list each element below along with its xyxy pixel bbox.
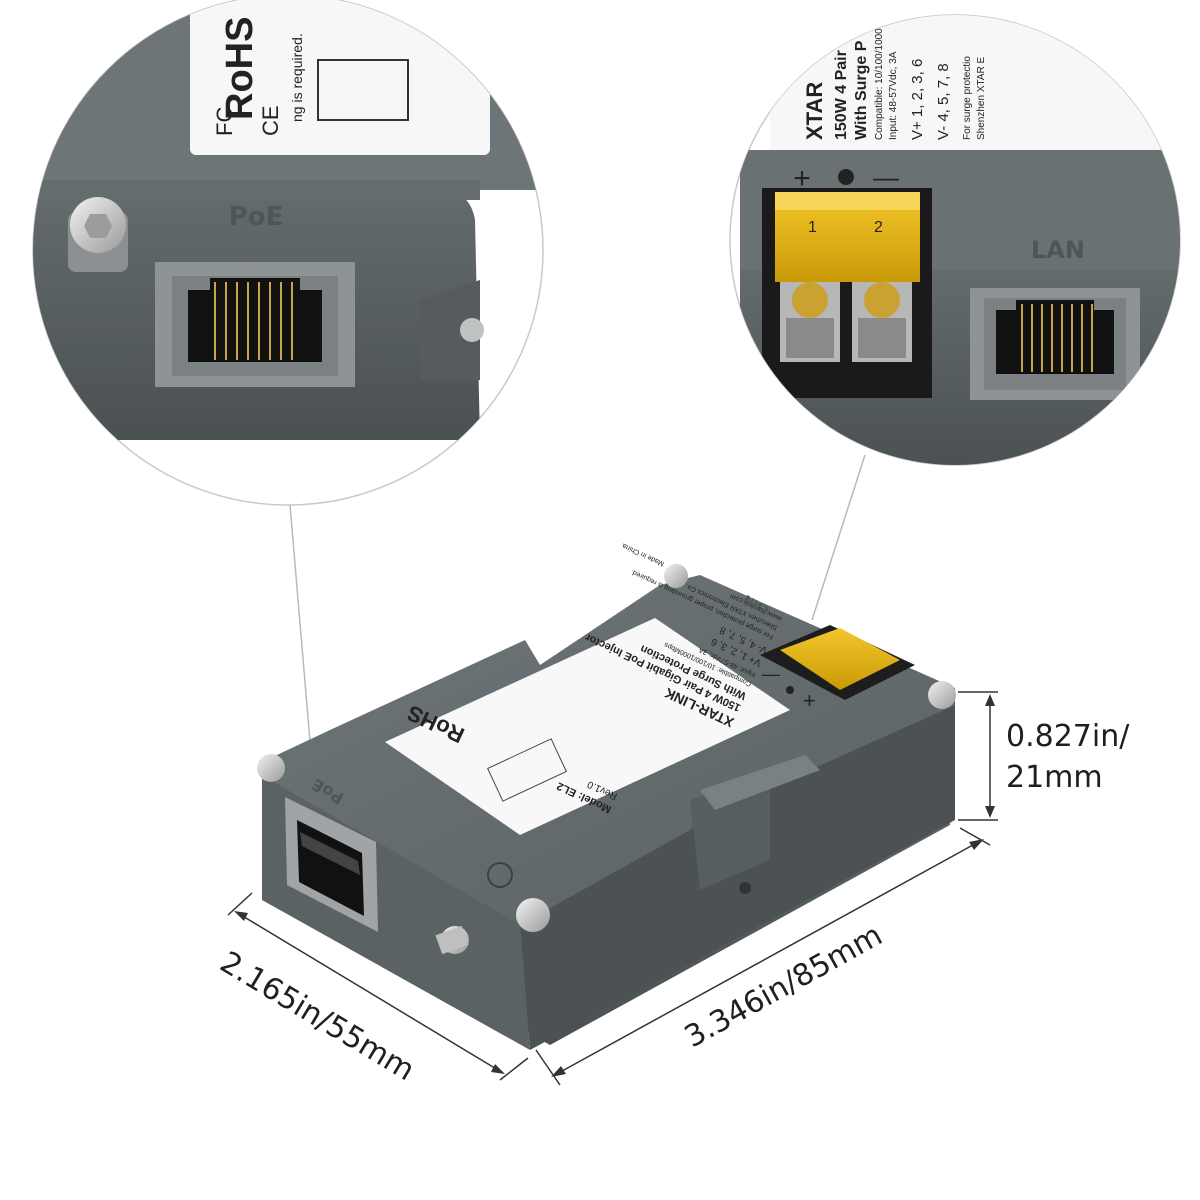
poe-injector-device: XTAR-LINK 150W 4 Pair Gigabit PoE Inject…	[257, 542, 956, 1050]
ce-logo-zoom: CE	[258, 105, 283, 136]
device-made-in: Made in China	[621, 542, 665, 567]
terminal-1-label: 1	[808, 219, 817, 236]
screw-icon	[68, 197, 128, 272]
plus-mark-zoom: +	[793, 162, 811, 195]
mounting-hole	[739, 882, 751, 894]
power-terminal[interactable]	[760, 625, 915, 700]
rj45-pinout-diagram	[487, 738, 567, 802]
ground-symbol-icon	[487, 862, 513, 888]
rohs-logo-zoom: RoHS	[219, 17, 261, 120]
device-plus-mark: +	[803, 688, 816, 713]
power-terminal-zoom[interactable]: 1 2	[762, 188, 932, 398]
leader-line-lan	[811, 454, 866, 621]
height-dimension-line1: 0.827in/	[1006, 719, 1130, 754]
device-indicator-led	[786, 686, 794, 694]
zoom-circle-poe: RoHS FC CE ng is required. PoE	[32, 0, 544, 506]
poe-port[interactable]	[285, 797, 378, 932]
maker-zoom: Shenzhen XTAR E	[976, 56, 987, 140]
vplus-zoom: V+ 1, 2, 3, 6	[909, 59, 926, 140]
surge-zoom: For surge protectio	[962, 56, 973, 140]
product-line1-zoom: 150W 4 Pair	[833, 50, 850, 140]
input-zoom: Input: 48-57Vdc, 3A	[888, 51, 899, 140]
leader-line-poe	[289, 504, 313, 766]
minus-mark-zoom: —	[873, 162, 899, 192]
vminus-zoom: V- 4, 5, 7, 8	[935, 63, 952, 140]
ground-note-zoom: ng is required.	[289, 33, 305, 122]
poe-port-zoom[interactable]	[155, 262, 355, 387]
compat-zoom: Compatible: 10/100/1000	[874, 28, 885, 140]
device-minus-mark: —	[762, 664, 780, 684]
fcc-logo-zoom: FC	[212, 107, 237, 136]
poe-port-label-zoom: PoE	[229, 202, 284, 232]
lan-port-zoom[interactable]	[970, 288, 1140, 400]
height-dimension-line2: 21mm	[1006, 760, 1103, 795]
dimension-height: 0.827in/ 21mm	[958, 691, 1130, 821]
ground-screw-icon	[435, 925, 469, 955]
terminal-2-label: 2	[874, 219, 883, 236]
brand-zoom: XTAR	[802, 82, 827, 140]
zoom-circle-lan: XTAR 150W 4 Pair With Surge P Compatible…	[729, 14, 1181, 466]
lan-port-label-zoom: LAN	[1031, 236, 1085, 264]
product-line2-zoom: With Surge P	[853, 40, 870, 140]
indicator-led-zoom	[838, 169, 854, 185]
corner-screw-icon	[257, 564, 956, 932]
